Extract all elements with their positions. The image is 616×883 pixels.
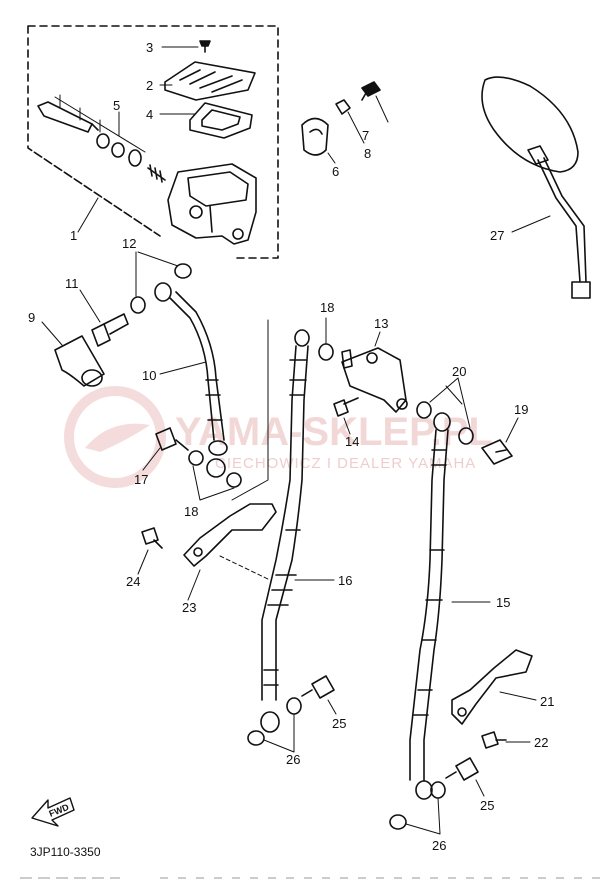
leader-21	[499, 691, 537, 701]
callout-24: 24	[126, 574, 140, 589]
part-8-washer	[335, 99, 351, 115]
leader-7	[375, 95, 389, 123]
part-10-brake-hose	[154, 282, 228, 478]
leader-6	[327, 152, 336, 164]
part-25-bolt-left	[301, 675, 335, 699]
part-18-washers-left	[188, 450, 242, 488]
callout-5: 5	[113, 98, 120, 113]
callout-25-right: 25	[480, 798, 494, 813]
part-18-washer-mid	[318, 343, 334, 361]
callout-7: 7	[362, 128, 369, 143]
leader-9	[41, 321, 63, 346]
callout-17: 17	[134, 472, 148, 487]
callout-23: 23	[182, 600, 196, 615]
callout-11: 11	[65, 276, 79, 291]
diagram-code: 3JP110-3350	[30, 845, 101, 859]
callout-10: 10	[142, 368, 156, 383]
leader-20	[429, 377, 471, 429]
callout-19: 19	[514, 402, 528, 417]
part-15-brake-hose	[409, 412, 451, 800]
callout-13: 13	[374, 316, 388, 331]
callout-3: 3	[146, 40, 153, 55]
watermark-logo-icon	[64, 386, 166, 488]
fwd-arrow-icon	[31, 797, 75, 827]
assembly-dashed-box	[27, 25, 279, 259]
part-6-clamp	[301, 117, 329, 156]
part-21-clamp	[451, 649, 533, 725]
callout-27: 27	[490, 228, 504, 243]
part-20-washers	[416, 401, 474, 445]
leader-5	[54, 94, 146, 153]
callout-21: 21	[540, 694, 554, 709]
callout-15: 15	[496, 595, 510, 610]
part-14-bolt	[333, 397, 359, 417]
callout-6: 6	[332, 164, 339, 179]
leader-18-left	[192, 465, 235, 501]
part-22-bolt	[481, 731, 507, 749]
part-3-screw	[199, 40, 211, 53]
callout-8: 8	[364, 146, 371, 161]
watermark-brand: YAMA-SKLEP.PL	[175, 410, 493, 454]
callout-numbers: 3 2 5 4 7 8 6 1 27 12 11 18 9 13 20 10 1…	[28, 40, 554, 853]
leader-19	[505, 417, 519, 443]
part-7-bolt	[361, 81, 381, 101]
part-24-bolt	[141, 527, 163, 549]
callout-26-left: 26	[286, 752, 300, 767]
part-26-washers-right	[389, 781, 446, 830]
callout-20: 20	[452, 364, 466, 379]
part-17-bolt	[155, 427, 189, 451]
leader-25-right	[475, 779, 485, 797]
leader-24	[137, 549, 149, 575]
part-16-brake-hose	[231, 319, 310, 733]
callout-2: 2	[146, 78, 153, 93]
leader-1	[77, 197, 99, 233]
part-26-washers-left	[247, 697, 302, 746]
part-25-bolt-right	[445, 757, 479, 781]
leader-12	[135, 251, 179, 297]
callout-18-left: 18	[184, 504, 198, 519]
callout-22: 22	[534, 735, 548, 750]
leader-17	[142, 447, 161, 471]
part-13-joint	[341, 347, 408, 413]
leader-14	[343, 417, 351, 435]
watermark-tagline: CIECHOWICZ I DEALER YAMAHA	[215, 455, 476, 472]
callout-12: 12	[122, 236, 136, 251]
callout-9: 9	[28, 310, 35, 325]
leader-26-left	[263, 713, 295, 753]
part-23-clamp-bracket	[183, 503, 277, 567]
callout-16: 16	[338, 573, 352, 588]
part-1-master-cylinder	[167, 163, 257, 245]
part-5-piston-kit	[37, 101, 166, 183]
leader-13	[374, 331, 381, 347]
leader-11	[79, 289, 101, 323]
part-9-boot	[54, 335, 105, 387]
part-4-diaphragm	[189, 102, 253, 139]
watermark: YAMA-SKLEP.PL CIECHOWICZ I DEALER YAMAHA	[64, 386, 493, 488]
leader-10	[159, 361, 207, 375]
callout-18-mid: 18	[320, 300, 334, 315]
leader-25-left	[327, 699, 337, 715]
callout-25-left: 25	[332, 716, 346, 731]
leader-23	[187, 569, 201, 601]
part-27-mirror	[481, 76, 591, 299]
part-19-bolt	[481, 439, 513, 465]
leader-23-dashed	[219, 555, 271, 581]
part-2-cap	[164, 61, 256, 101]
leader-27	[511, 215, 551, 233]
callout-1: 1	[70, 228, 77, 243]
part-12-washer	[130, 263, 192, 314]
part-11-union-bolt	[91, 313, 129, 347]
leader-8	[347, 111, 365, 144]
leader-26-right	[405, 797, 441, 835]
callout-14: 14	[345, 434, 359, 449]
callout-26-right: 26	[432, 838, 446, 853]
callout-4: 4	[146, 107, 153, 122]
